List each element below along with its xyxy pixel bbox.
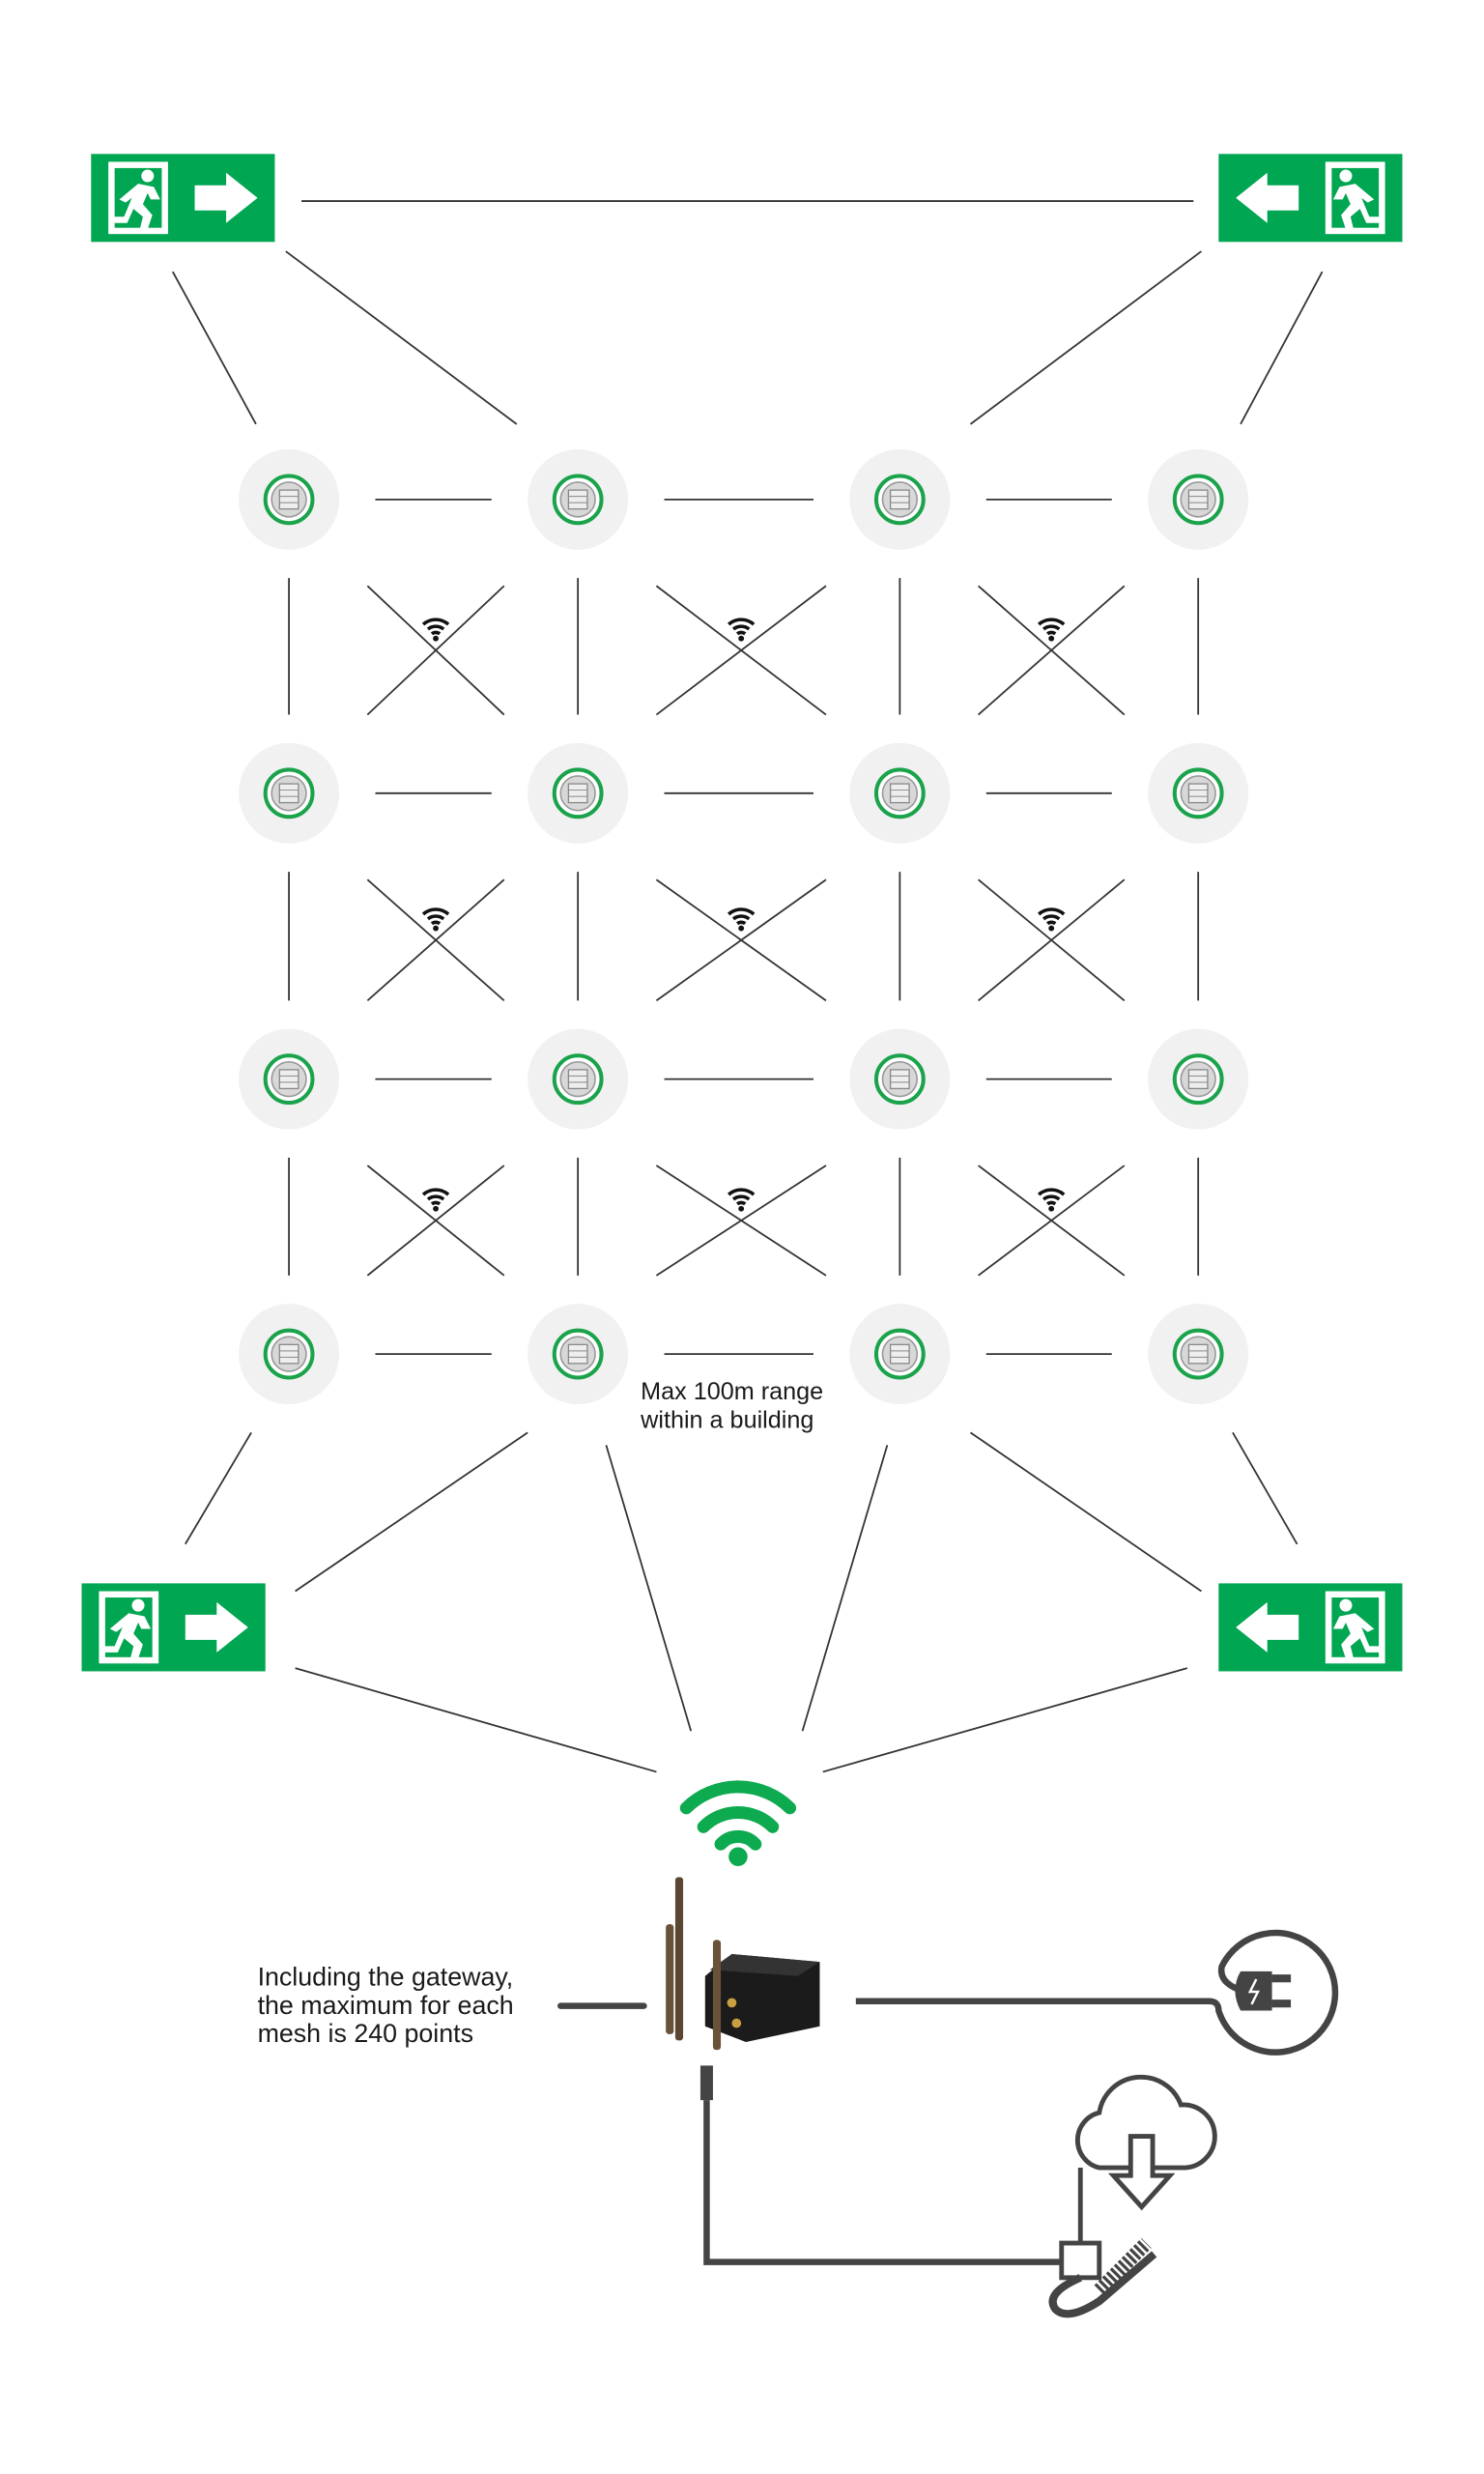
gateway-label-line2: the maximum for each: [258, 1991, 514, 2020]
exit-sign-icon: [81, 1583, 266, 1672]
emergency-light-icon: [849, 1029, 950, 1130]
emergency-light-icon: [849, 743, 950, 844]
mesh-link: [366, 878, 505, 1002]
mesh-link: [366, 1165, 505, 1277]
mesh-link: [978, 1165, 1126, 1277]
wifi-icon: [727, 618, 756, 644]
mesh-link: [978, 878, 1126, 1002]
emergency-light-icon: [239, 1029, 339, 1130]
gateway-label-line3: mesh is 240 points: [258, 2019, 473, 2048]
mesh-link: [655, 878, 827, 1002]
exit-sign-icon: [91, 154, 275, 243]
gateway-label-line1: Including the gateway,: [258, 1963, 514, 1992]
wifi-icon: [421, 1188, 450, 1214]
connection-lines: [172, 200, 1324, 1773]
power-plug-icon: [855, 1929, 1339, 2056]
emergency-light-icon: [849, 1304, 950, 1404]
mesh-link: [978, 585, 1126, 716]
emergency-lights: [239, 449, 1248, 1404]
emergency-light-icon: [1148, 1304, 1248, 1404]
range-label-line1: Max 100m range: [641, 1378, 823, 1405]
mesh-link: [655, 1165, 827, 1277]
mesh-link: [655, 585, 827, 716]
exit-sign-icon: [1218, 154, 1403, 243]
wifi-icon: [421, 618, 450, 644]
wifi-icon: [679, 1780, 797, 1866]
ethernet-cable-icon: [699, 2065, 1157, 2318]
emergency-light-icon: [239, 449, 339, 550]
emergency-light-icon: [1148, 449, 1248, 550]
wifi-icon: [421, 907, 450, 934]
emergency-light-icon: [239, 743, 339, 844]
emergency-light-icon: [528, 1304, 628, 1404]
wifi-icon: [1037, 618, 1066, 644]
wifi-icon: [727, 907, 756, 934]
emergency-light-icon: [528, 743, 628, 844]
emergency-light-icon: [528, 449, 628, 550]
emergency-light-icon: [1148, 743, 1248, 844]
emergency-light-icon: [1148, 1029, 1248, 1130]
wifi-icon: [1037, 1188, 1066, 1214]
emergency-light-icon: [528, 1029, 628, 1130]
exit-sign-icon: [1218, 1583, 1403, 1672]
emergency-light-icon: [849, 449, 950, 550]
emergency-light-icon: [239, 1304, 339, 1404]
range-label-line2: within a building: [640, 1406, 813, 1433]
wifi-icon: [727, 1188, 756, 1214]
mesh-grid-lines: [288, 498, 1200, 1355]
gateway-router-icon: [666, 1877, 820, 2051]
mesh-link: [366, 585, 505, 716]
cloud-download-icon: [1074, 2074, 1217, 2244]
wifi-icon: [1037, 907, 1066, 934]
